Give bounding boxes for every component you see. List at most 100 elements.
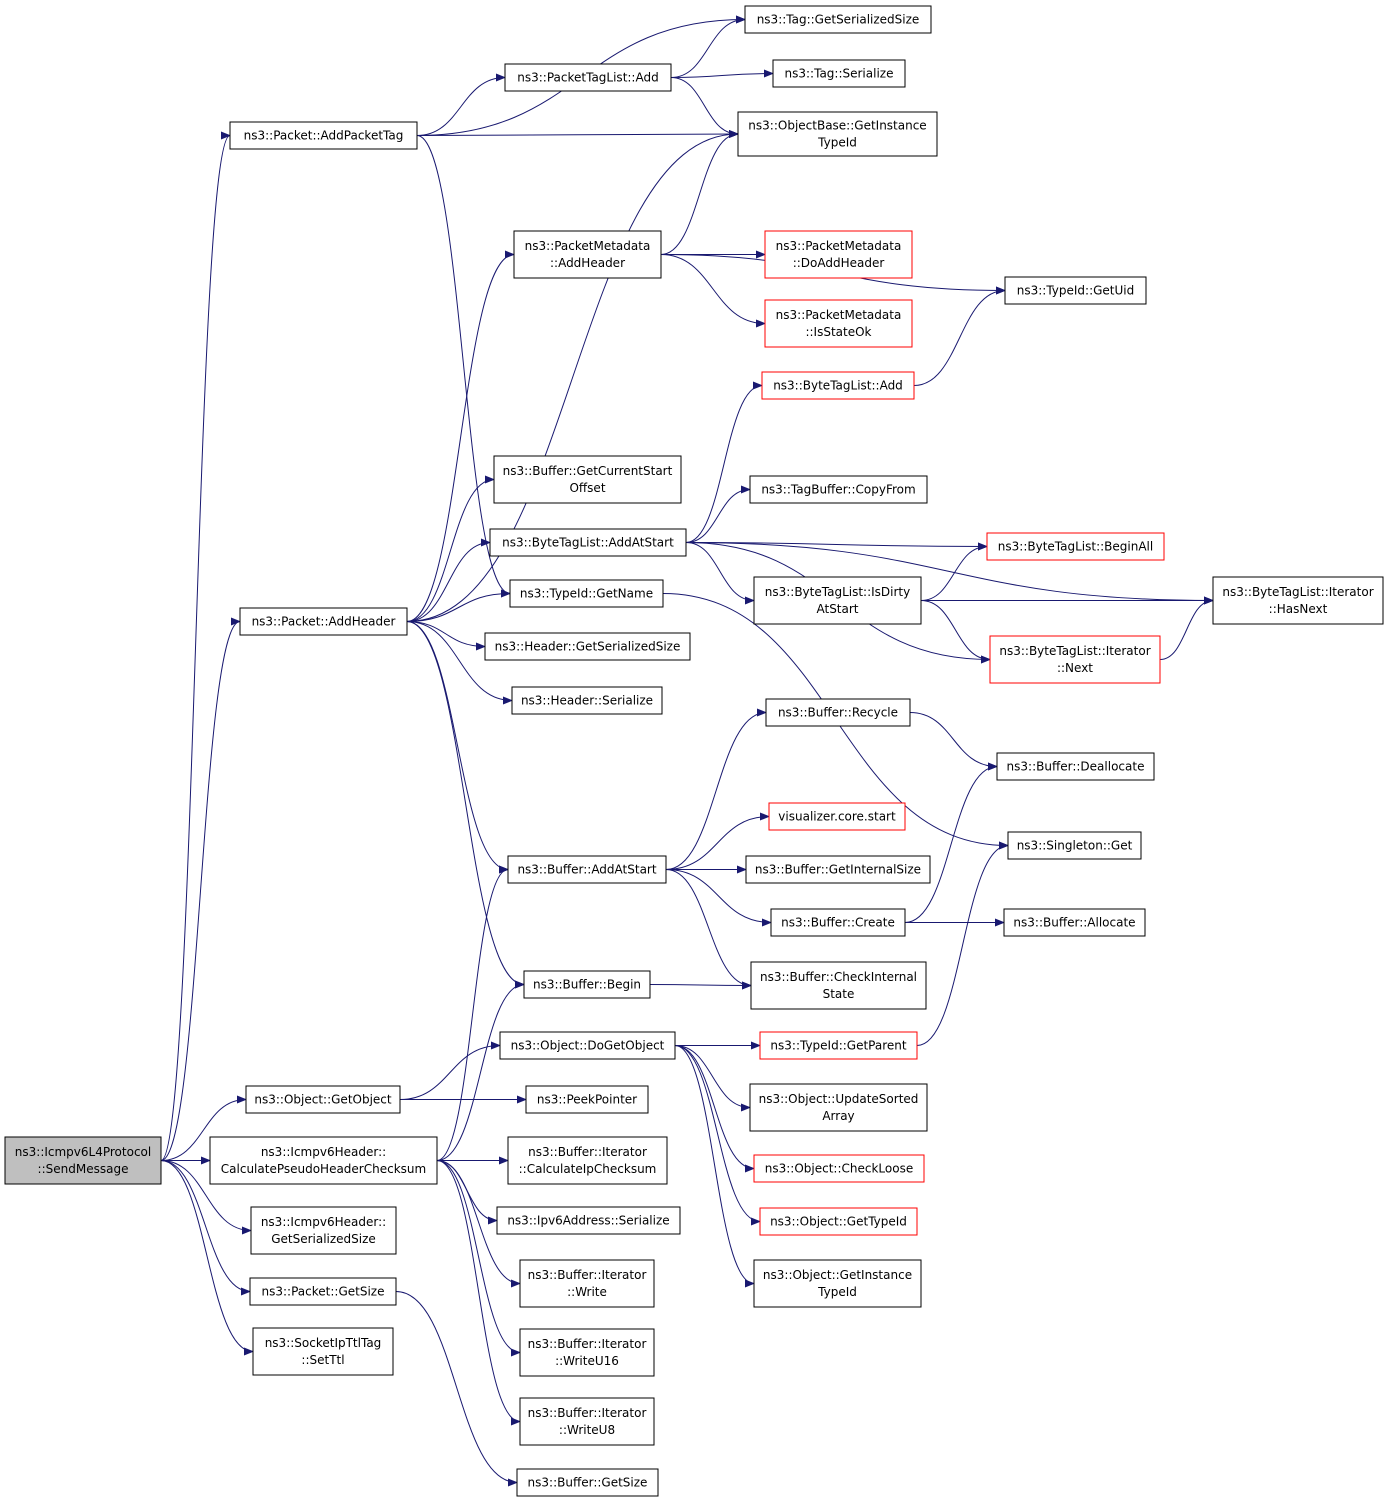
node-label: ns3::Buffer::AddAtStart — [517, 863, 656, 877]
node-bufItWriteU16[interactable]: ns3::Buffer::Iterator::WriteU16 — [519, 1328, 655, 1377]
node-objDoGetObject[interactable]: ns3::Object::DoGetObject — [499, 1031, 676, 1060]
node-label: ::AddHeader — [550, 256, 625, 270]
node-ptlAdd[interactable]: ns3::PacketTagList::Add — [504, 63, 672, 92]
node-tagSerialize[interactable]: ns3::Tag::Serialize — [772, 59, 906, 88]
node-objGetTypeId[interactable]: ns3::Object::GetTypeId — [759, 1207, 918, 1236]
node-bufAllocate[interactable]: ns3::Buffer::Allocate — [1003, 908, 1146, 937]
node-box — [749, 475, 928, 504]
node-label: ns3::Buffer::Recycle — [778, 706, 898, 720]
node-label: ::DoAddHeader — [793, 256, 885, 270]
node-pmIsStateOk[interactable]: ns3::PacketMetadata::IsStateOk — [764, 299, 913, 348]
edge-calcPseudo-to-bufBegin — [436, 980, 525, 1161]
node-label: ns3::ByteTagList::AddAtStart — [502, 536, 674, 550]
node-ipv6Serialize[interactable]: ns3::Ipv6Address::Serialize — [496, 1206, 681, 1235]
node-btlAddAtStart[interactable]: ns3::ByteTagList::AddAtStart — [489, 528, 687, 557]
node-label: ns3::Packet::AddPacketTag — [244, 129, 404, 143]
node-singletonGet[interactable]: ns3::Singleton::Get — [1007, 831, 1142, 860]
edge-bufBegin-to-bufCheckIntState — [649, 981, 752, 990]
node-typeIdGetParent[interactable]: ns3::TypeId::GetParent — [759, 1031, 918, 1060]
node-box — [507, 855, 667, 884]
node-box — [989, 635, 1161, 684]
node-label: TypeId — [817, 1285, 857, 1299]
node-bufCreate[interactable]: ns3::Buffer::Create — [770, 908, 906, 937]
edge-addPacketTag-to-objBaseTypeId — [416, 130, 739, 139]
node-tagBufCopyFrom[interactable]: ns3::TagBuffer::CopyFrom — [749, 475, 928, 504]
node-box — [252, 1327, 394, 1376]
node-getObject[interactable]: ns3::Object::GetObject — [245, 1085, 401, 1114]
node-label: ns3::ByteTagList::Iterator — [999, 644, 1150, 658]
node-vizStart[interactable]: visualizer.core.start — [768, 802, 906, 831]
node-bufGetSize[interactable]: ns3::Buffer::GetSize — [516, 1468, 659, 1497]
node-label: ns3::PacketMetadata — [776, 308, 902, 322]
node-bufDeallocate[interactable]: ns3::Buffer::Deallocate — [996, 752, 1155, 781]
node-box — [499, 1031, 676, 1060]
edge-getObject-to-objDoGetObject — [399, 1041, 501, 1100]
node-label: visualizer.core.start — [778, 810, 896, 824]
node-label: ns3::Tag::GetSerializedSize — [757, 13, 920, 27]
node-send[interactable]: ns3::Icmpv6L4Protocol::SendMessage — [4, 1136, 162, 1185]
node-bufGetIntSize[interactable]: ns3::Buffer::GetInternalSize — [745, 855, 931, 884]
node-box — [761, 371, 915, 400]
node-box — [753, 1259, 922, 1308]
node-label: ns3::SocketIpTtlTag — [265, 1336, 382, 1350]
node-bufItCalcIpChk[interactable]: ns3::Buffer::Iterator::CalculateIpChecks… — [507, 1136, 668, 1185]
node-bufItWrite[interactable]: ns3::Buffer::Iterator::Write — [519, 1259, 655, 1308]
node-label: ::SetTtl — [301, 1353, 344, 1367]
edge-btlIsDirty-to-btlItNext — [920, 600, 991, 664]
node-label: ns3::ByteTagList::IsDirty — [765, 585, 910, 599]
edge-btlAdd-to-typeIdGetUid — [913, 286, 1006, 386]
node-peekPointer[interactable]: ns3::PeekPointer — [525, 1085, 649, 1114]
node-label: ns3::Buffer::Deallocate — [1007, 760, 1145, 774]
node-tagGetSerSize[interactable]: ns3::Tag::GetSerializedSize — [744, 5, 932, 34]
edge-send-to-packetGetSize — [160, 1160, 251, 1296]
node-box — [509, 579, 664, 608]
node-addHeader[interactable]: ns3::Packet::AddHeader — [239, 607, 408, 636]
node-bufBegin[interactable]: ns3::Buffer::Begin — [523, 970, 651, 999]
node-bufAddAtStart[interactable]: ns3::Buffer::AddAtStart — [507, 855, 667, 884]
node-bufRecycle[interactable]: ns3::Buffer::Recycle — [765, 698, 911, 727]
node-btlItNext[interactable]: ns3::ByteTagList::Iterator::Next — [989, 635, 1161, 684]
edge-objDoGetObject-to-objGetInstTypeId — [674, 1045, 755, 1288]
node-box — [249, 1277, 397, 1306]
edge-packetGetSize-to-bufGetSize — [395, 1291, 518, 1487]
node-label: ns3::PacketMetadata — [525, 239, 651, 253]
node-addPacketTag[interactable]: ns3::Packet::AddPacketTag — [229, 121, 418, 150]
node-label: ns3::Buffer::Iterator — [528, 1268, 647, 1282]
node-icmpGetSerSize[interactable]: ns3::Icmpv6Header::GetSerializedSize — [250, 1206, 397, 1255]
node-btlItHasNext[interactable]: ns3::ByteTagList::Iterator::HasNext — [1212, 576, 1384, 625]
node-label: TypeId — [817, 136, 857, 150]
node-typeIdGetName[interactable]: ns3::TypeId::GetName — [509, 579, 664, 608]
edge-btlAddAtStart-to-tagBufCopyFrom — [685, 485, 751, 543]
node-btlBeginAll[interactable]: ns3::ByteTagList::BeginAll — [986, 532, 1165, 561]
node-bufItWriteU8[interactable]: ns3::Buffer::Iterator::WriteU8 — [519, 1397, 655, 1446]
node-label: ns3::Object::DoGetObject — [511, 1039, 665, 1053]
node-typeIdGetUid[interactable]: ns3::TypeId::GetUid — [1004, 276, 1147, 305]
node-box — [744, 5, 932, 34]
node-label: ns3::Icmpv6Header:: — [261, 1215, 386, 1229]
node-calcPseudo[interactable]: ns3::Icmpv6Header::CalculatePseudoHeader… — [209, 1136, 438, 1185]
node-box — [1007, 831, 1142, 860]
node-setTtl[interactable]: ns3::SocketIpTtlTag::SetTtl — [252, 1327, 394, 1376]
node-label: GetSerializedSize — [271, 1232, 376, 1246]
node-pmAddHeader[interactable]: ns3::PacketMetadata::AddHeader — [513, 230, 662, 279]
edge-btlAddAtStart-to-btlBeginAll — [685, 542, 988, 551]
node-label: ns3::Buffer::Iterator — [528, 1145, 647, 1159]
node-hdrGetSerSize[interactable]: ns3::Header::GetSerializedSize — [484, 632, 691, 661]
node-pmDoAddHeader[interactable]: ns3::PacketMetadata::DoAddHeader — [764, 230, 913, 279]
node-objCheckLoose[interactable]: ns3::Object::CheckLoose — [753, 1154, 925, 1183]
node-packetGetSize[interactable]: ns3::Packet::GetSize — [249, 1277, 397, 1306]
node-label: ::Next — [1057, 661, 1093, 675]
node-label: ns3::Buffer::CheckInternal — [760, 970, 917, 984]
node-label: ns3::Header::Serialize — [521, 694, 653, 708]
edge-send-to-icmpGetSerSize — [160, 1160, 252, 1235]
node-box — [768, 802, 906, 831]
node-box — [489, 528, 687, 557]
node-hdrSerialize[interactable]: ns3::Header::Serialize — [511, 686, 663, 715]
node-btlAdd[interactable]: ns3::ByteTagList::Add — [761, 371, 915, 400]
